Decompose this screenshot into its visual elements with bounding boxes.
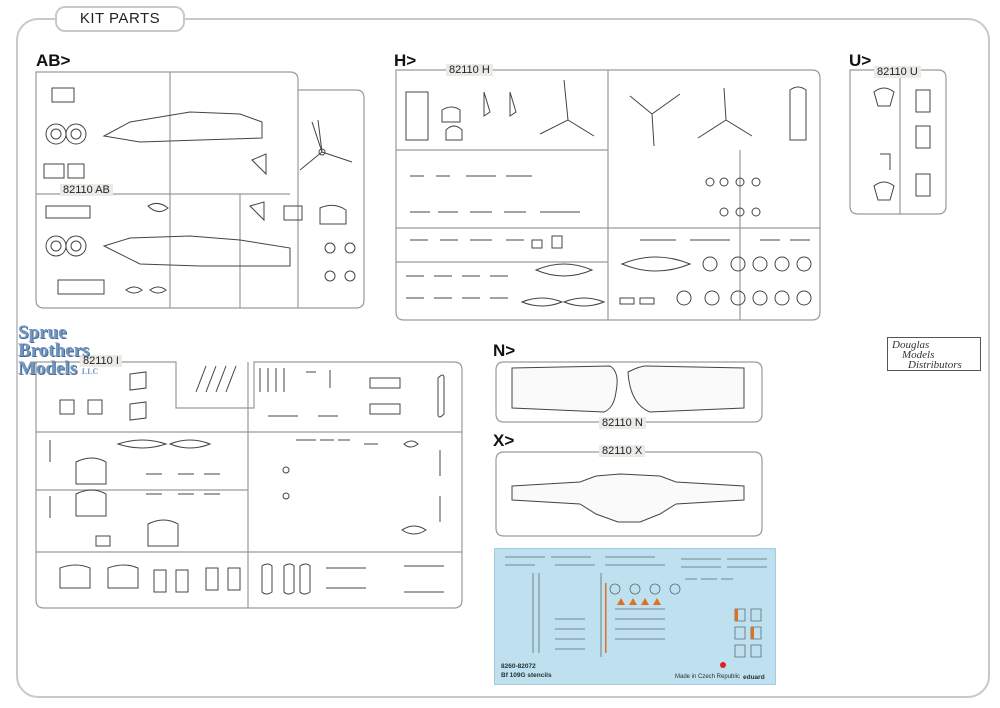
douglas-models-watermark: Douglas Models Distributors — [887, 337, 981, 371]
decal-country: Made in Czech Republic — [675, 674, 741, 680]
sprue-letter-x: X> — [493, 431, 515, 450]
sprue-code-u: 82110 U — [874, 66, 921, 78]
fuselage-half-top — [102, 111, 263, 143]
sprue-code-h: 82110 H — [446, 64, 493, 76]
sprue-brothers-watermark: Sprue Brothers Models LLC — [18, 322, 99, 379]
wheels-h — [676, 177, 812, 306]
kit-parts-frame — [16, 18, 990, 698]
sprue-letter-u: U> — [849, 51, 872, 70]
wing-lower — [511, 365, 618, 413]
sprue-letter-h: H> — [394, 51, 417, 70]
small-parts-h — [406, 175, 692, 307]
wing-full — [511, 473, 745, 523]
sprue-code-n: 82110 N — [599, 417, 646, 429]
wing-upper — [627, 365, 745, 413]
decal-name: Bf 109G stencils — [501, 672, 552, 679]
decal-brand: eduard — [743, 674, 765, 681]
sprue-code-i: 82110 I — [80, 355, 122, 367]
sprue-n-frame — [495, 361, 763, 423]
decal-sheet: 8260-82072 Bf 109G stencils Made in Czec… — [494, 548, 776, 685]
sprue-h-frame — [395, 69, 821, 321]
sprue-code-ab: 82110 AB — [60, 184, 113, 196]
decal-code: 8260-82072 — [501, 663, 536, 670]
sprue-letter-ab: AB> — [36, 51, 71, 70]
sprue-code-x: 82110 X — [599, 445, 646, 457]
sprue-ab-frame — [35, 71, 365, 309]
decal-stencils — [505, 556, 767, 668]
sprue-letter-n: N> — [493, 341, 516, 360]
sprue-i-frame — [35, 361, 463, 609]
sprue-u-frame — [849, 69, 947, 215]
sprue-x-frame — [495, 451, 763, 537]
fuselage-half-bottom — [102, 235, 291, 267]
page-title: KIT PARTS — [55, 6, 185, 32]
